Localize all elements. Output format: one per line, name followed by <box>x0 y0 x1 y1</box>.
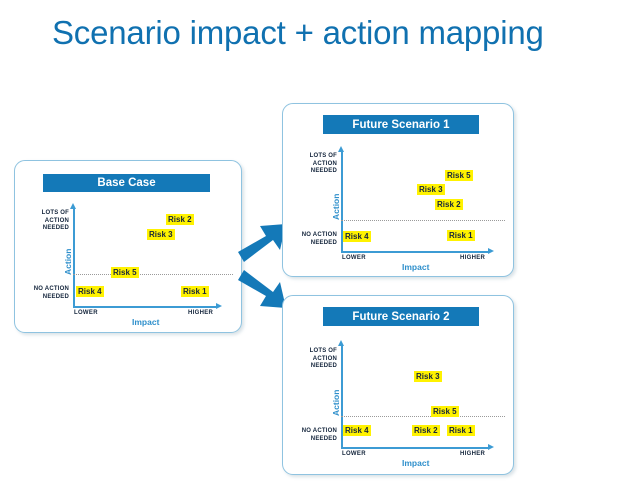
risk-chip[interactable]: Risk 4 <box>343 231 371 242</box>
panel-future-scenario-1: Future Scenario 1 LOTS OF ACTION NEEDED … <box>282 103 514 277</box>
risk-chip[interactable]: Risk 5 <box>111 267 139 278</box>
x-axis-arrow-icon <box>216 302 222 309</box>
y-axis-label-top-line-3: NEEDED <box>310 168 337 174</box>
y-axis-label-top-line-3: NEEDED <box>310 363 337 369</box>
x-axis-arrow-icon <box>488 247 494 254</box>
y-axis-label-bottom-line-2: NEEDED <box>310 239 337 246</box>
x-axis-title: Impact <box>132 317 160 327</box>
panel-header-future-scenario-1: Future Scenario 1 <box>323 115 479 134</box>
y-axis-label-bottom: NO ACTION NEEDED <box>293 428 337 443</box>
risk-chip[interactable]: Risk 5 <box>431 406 459 417</box>
y-axis-label-top-line-1: LOTS OF <box>309 153 337 159</box>
scenario-branch-arrows <box>238 224 286 308</box>
panel-header-future-scenario-2: Future Scenario 2 <box>323 307 479 326</box>
x-axis-tick-higher: HIGHER <box>460 451 486 457</box>
risk-chip[interactable]: Risk 4 <box>343 425 371 436</box>
page-title: Scenario impact + action mapping <box>52 14 544 51</box>
y-axis-label-top-line-2: ACTION <box>44 217 69 224</box>
x-axis-title: Impact <box>402 262 430 272</box>
panel-header-base-case: Base Case <box>43 174 210 192</box>
risk-chip[interactable]: Risk 3 <box>147 229 175 240</box>
x-axis-arrow-icon <box>488 443 494 450</box>
y-axis-label-top: LOTS OF ACTION NEEDED <box>27 210 69 233</box>
y-axis-label-bottom: NO ACTION NEEDED <box>25 286 69 301</box>
y-axis-label-bottom-line-1: NO ACTION <box>301 232 337 238</box>
risk-chip[interactable]: Risk 2 <box>412 425 440 436</box>
y-axis-label-top-line-2: ACTION <box>312 355 337 362</box>
x-axis-line <box>341 251 489 253</box>
y-axis-label-bottom-line-1: NO ACTION <box>33 286 69 292</box>
risk-chip[interactable]: Risk 2 <box>166 214 194 225</box>
panel-future-scenario-2: Future Scenario 2 LOTS OF ACTION NEEDED … <box>282 295 514 475</box>
arrow-to-scenario-1-icon <box>238 224 286 262</box>
x-axis-tick-lower: LOWER <box>342 451 366 457</box>
y-axis-label-top: LOTS OF ACTION NEEDED <box>295 153 337 176</box>
y-axis-label-bottom: NO ACTION NEEDED <box>293 232 337 247</box>
y-axis-title: Action <box>331 193 341 220</box>
risk-chip[interactable]: Risk 2 <box>435 199 463 210</box>
y-axis-label-top-line-1: LOTS OF <box>309 348 337 354</box>
x-axis-line <box>73 306 217 308</box>
y-axis-label-top-line-1: LOTS OF <box>41 210 69 216</box>
risk-chip[interactable]: Risk 1 <box>447 425 475 436</box>
x-axis-line <box>341 447 489 449</box>
y-axis-line <box>341 152 343 252</box>
risk-chip[interactable]: Risk 4 <box>76 286 104 297</box>
y-axis-label-bottom-line-2: NEEDED <box>310 435 337 442</box>
y-axis-line <box>73 209 75 307</box>
chart-base-case: LOTS OF ACTION NEEDED NO ACTION NEEDED A… <box>25 203 233 327</box>
y-axis-title: Action <box>63 248 73 275</box>
y-axis-label-top-line-3: NEEDED <box>42 225 69 231</box>
y-axis-label-top: LOTS OF ACTION NEEDED <box>295 348 337 371</box>
y-axis-label-bottom-line-2: NEEDED <box>42 293 69 300</box>
threshold-line <box>341 416 505 417</box>
risk-chip[interactable]: Risk 1 <box>181 286 209 297</box>
y-axis-line <box>341 346 343 448</box>
risk-chip[interactable]: Risk 5 <box>445 170 473 181</box>
x-axis-tick-lower: LOWER <box>74 310 98 316</box>
x-axis-tick-lower: LOWER <box>342 255 366 261</box>
x-axis-tick-higher: HIGHER <box>188 310 214 316</box>
y-axis-arrow-icon <box>338 340 345 346</box>
panel-base-case: Base Case LOTS OF ACTION NEEDED NO ACTIO… <box>14 160 242 333</box>
x-axis-title: Impact <box>402 458 430 468</box>
threshold-line <box>341 220 505 221</box>
y-axis-label-top-line-2: ACTION <box>312 160 337 167</box>
x-axis-tick-higher: HIGHER <box>460 255 486 261</box>
chart-future-scenario-2: LOTS OF ACTION NEEDED NO ACTION NEEDED A… <box>295 340 505 468</box>
threshold-line <box>73 274 233 275</box>
risk-chip[interactable]: Risk 1 <box>447 230 475 241</box>
y-axis-arrow-icon <box>338 146 345 152</box>
arrow-to-scenario-2-icon <box>238 270 286 308</box>
risk-chip[interactable]: Risk 3 <box>417 184 445 195</box>
chart-future-scenario-1: LOTS OF ACTION NEEDED NO ACTION NEEDED A… <box>293 146 505 272</box>
y-axis-label-bottom-line-1: NO ACTION <box>301 428 337 434</box>
risk-chip[interactable]: Risk 3 <box>414 371 442 382</box>
y-axis-arrow-icon <box>70 203 77 209</box>
y-axis-title: Action <box>331 389 341 416</box>
